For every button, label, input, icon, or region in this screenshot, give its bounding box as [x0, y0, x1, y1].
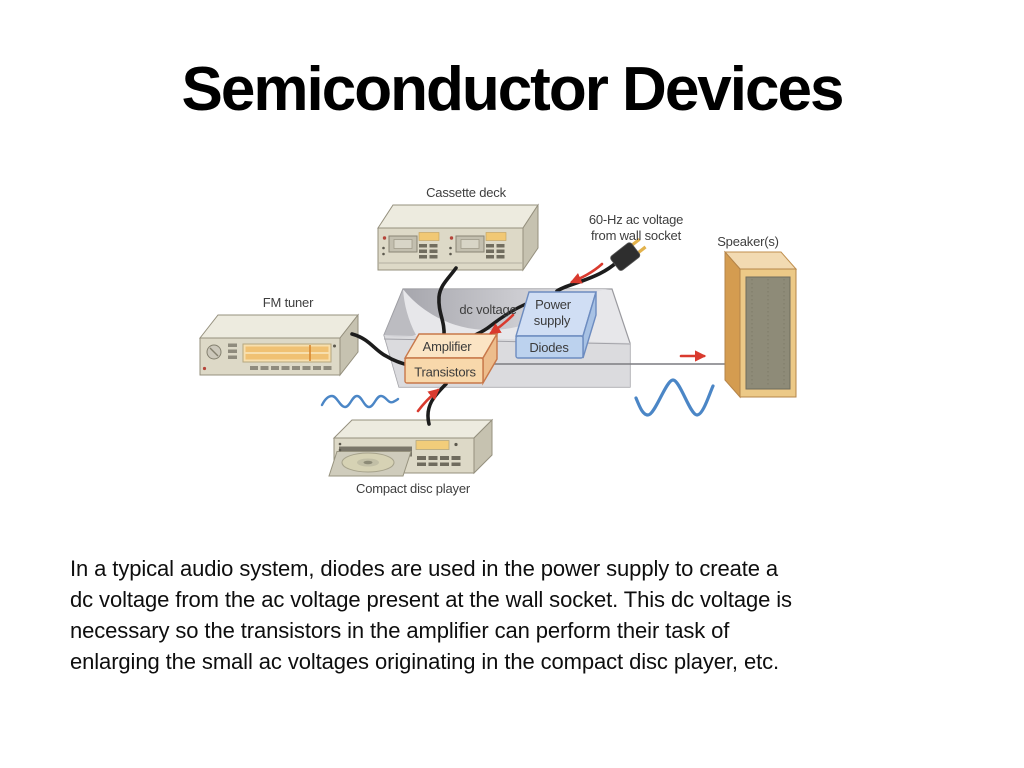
dc-voltage-label: dc voltage	[459, 302, 516, 317]
plug-prong	[636, 245, 647, 255]
deck-dot	[449, 246, 452, 250]
cable-dc-voltage	[473, 301, 530, 337]
amplifier-block: Amplifier Transistors	[403, 331, 499, 386]
cd-disc-hole	[363, 460, 373, 465]
tuner-dot	[333, 344, 336, 348]
compact-disc-player-label: Compact disc player	[356, 481, 471, 496]
deck-indicator-dot	[382, 236, 387, 240]
cassette-deck-illustration	[377, 203, 539, 272]
tuner-top-face	[198, 314, 360, 339]
fm-tuner-label: FM tuner	[263, 295, 314, 310]
caption-paragraph: In a typical audio system, diodes are us…	[70, 553, 792, 677]
tuner-knob-mark	[209, 347, 219, 357]
power-plug-icon	[610, 237, 647, 271]
deck-cassette-window-inner	[393, 239, 413, 249]
cd-top-face	[332, 419, 494, 439]
deck-dot	[449, 252, 452, 256]
transistors-label: Transistors	[414, 365, 476, 380]
tuner-power-dot	[202, 366, 207, 371]
cd-buttons	[417, 456, 461, 466]
tuner-bottom-buttons	[250, 366, 332, 370]
deck-buttons	[419, 244, 438, 259]
deck-dot	[382, 252, 385, 256]
caption-line: necessary so the transistors in the ampl…	[70, 618, 730, 643]
speakers-label: Speaker(s)	[717, 234, 779, 249]
amplifier-block-front	[404, 357, 484, 384]
signal-arrows	[416, 262, 707, 413]
speaker-illustration	[723, 250, 798, 399]
power-supply-label-line1: Power	[535, 297, 572, 312]
diodes-label: Diodes	[529, 340, 569, 355]
cd-dot	[454, 442, 458, 447]
deck-indicator-dot	[449, 236, 454, 240]
power-block-front	[515, 335, 584, 359]
ac-voltage-label-line2: from wall socket	[591, 228, 682, 243]
amplifier-label: Amplifier	[423, 339, 473, 354]
ac-voltage-label-line1: 60-Hz ac voltage	[589, 212, 683, 227]
cassette-deck-label: Cassette deck	[426, 185, 506, 200]
tuner-preset-buttons	[228, 343, 237, 359]
plug-prong	[630, 237, 641, 247]
cable-power-cord	[555, 260, 619, 293]
ac-signal-wave-small	[320, 394, 400, 409]
power-supply-label-line2: supply	[534, 313, 571, 328]
deck-display	[485, 232, 507, 241]
deck-display	[418, 232, 440, 241]
deck-top-face	[377, 204, 539, 229]
caption-line: dc voltage from the ac voltage present a…	[70, 587, 792, 612]
deck-dot	[382, 246, 385, 250]
tuner-dial-band	[245, 346, 329, 352]
caption-line: In a typical audio system, diodes are us…	[70, 556, 779, 581]
tuner-dial-band	[245, 354, 329, 360]
cables	[350, 260, 619, 426]
cable-tuner-to-amplifier	[350, 332, 413, 368]
arrow-ac-into-supply	[569, 262, 604, 284]
fm-tuner-illustration	[198, 313, 360, 377]
cd-dot	[338, 442, 342, 446]
arrow-cd-signal	[416, 388, 440, 413]
arrow-dc-voltage	[489, 313, 515, 335]
power-supply-block: Power supply Diodes	[515, 291, 597, 359]
chassis-left-shade	[384, 289, 416, 338]
speaker-side-face	[724, 250, 741, 399]
ac-signal-wave-large	[634, 378, 715, 417]
deck-cassette-window-inner	[460, 239, 480, 249]
cable-cassette-to-amplifier	[437, 266, 458, 338]
deck-buttons	[486, 244, 505, 259]
cd-player-illustration	[328, 418, 494, 477]
slide-title: Semiconductor Devices	[181, 55, 845, 124]
plug-body	[610, 242, 641, 271]
cd-dot	[338, 448, 342, 452]
caption-line: enlarging the small ac voltages originat…	[70, 649, 780, 674]
cd-display	[415, 440, 450, 450]
